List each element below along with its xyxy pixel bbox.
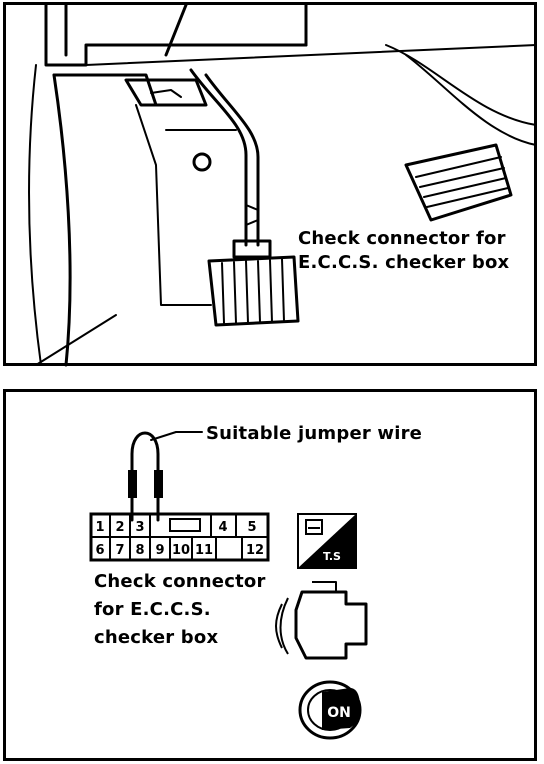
pin-9: 9 [155,543,164,558]
pin-12: 12 [246,543,264,558]
pin-11: 11 [195,543,213,558]
test-mode-badge: T.S [297,513,357,569]
ignition-key-on-icon: ON [298,680,362,740]
check-connector-pinout [89,512,270,562]
pin-5: 5 [247,520,256,535]
pin-7: 7 [115,543,124,558]
pin-1: 1 [95,520,104,535]
engine-bay-illustration-panel: Check connector for E.C.C.S. checker box [3,2,537,367]
jumper-procedure-panel: 1 2 3 4 5 6 7 8 9 10 11 12 T.S [3,389,537,761]
connector-label-line-2: for E.C.C.S. [94,599,211,620]
pin-4: 4 [218,520,227,535]
engine-icon [275,581,368,660]
check-connector-label-line-2: E.C.C.S. checker box [298,252,510,273]
check-connector-label-line-1: Check connector for [298,228,506,249]
pin-2: 2 [115,520,124,535]
jumper-wire [130,431,160,474]
test-mode-badge-text: T.S [323,550,341,563]
pin-10: 10 [172,543,190,558]
ignition-on-text: ON [327,705,351,721]
engine-bay-illustration [28,5,537,367]
pin-6: 6 [95,543,104,558]
pin-3: 3 [135,520,144,535]
pin-8: 8 [135,543,144,558]
jumper-wire-label: Suitable jumper wire [206,423,423,444]
connector-label-line-3: checker box [94,627,219,648]
jumper-procedure-diagram: 1 2 3 4 5 6 7 8 9 10 11 12 T.S [89,431,368,740]
connector-label-line-1: Check connector [94,571,266,592]
